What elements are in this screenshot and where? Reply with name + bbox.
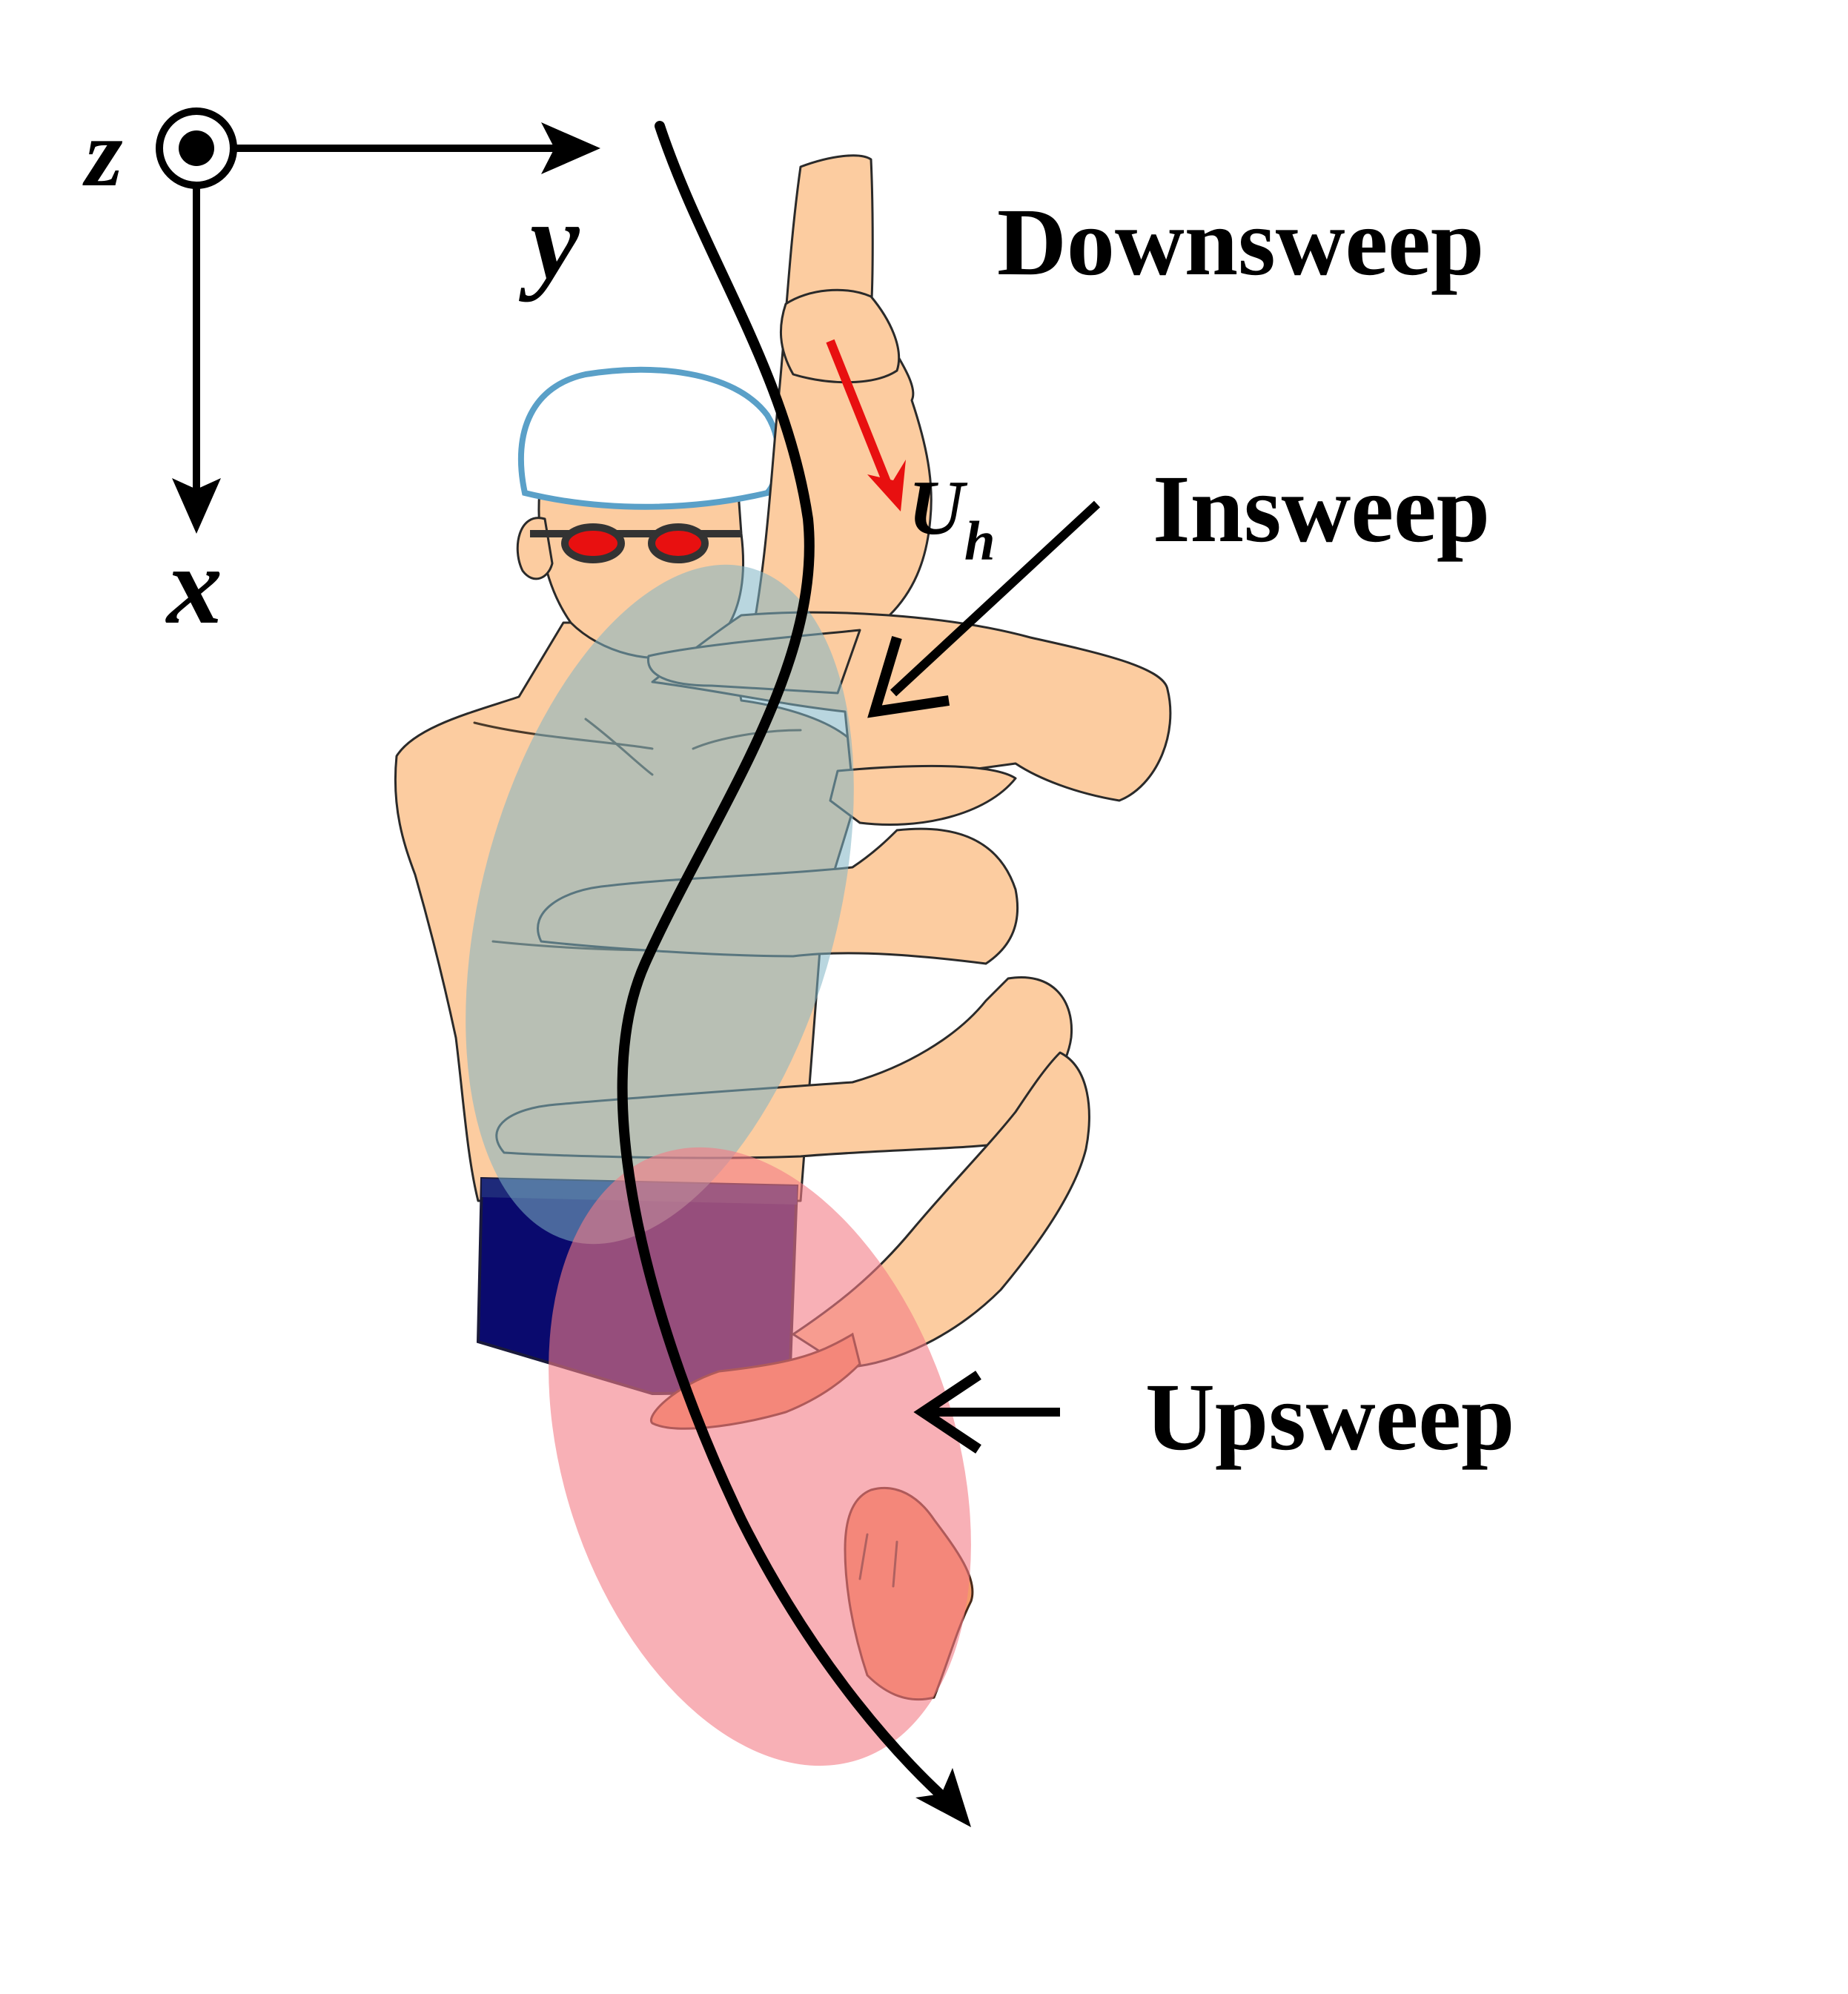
hand-fist-top [780, 288, 901, 384]
z-axis-dot [179, 130, 214, 166]
goggle-left-lens [561, 523, 625, 563]
goggle-right-lens [648, 523, 709, 563]
velocity-arrow [826, 339, 894, 491]
hand-path-trajectory [617, 121, 961, 1814]
insweep-label: Insweep [1153, 456, 1490, 563]
velocity-arrowhead [867, 460, 906, 511]
insweep-pointer-arrowhead [867, 635, 950, 718]
x-axis-label: x [165, 524, 222, 647]
upsweep-pointer-arrowhead [913, 1371, 981, 1454]
velocity-subscript: h [964, 511, 996, 572]
arm-midsweep [829, 764, 1017, 826]
hand-path-arrowhead [915, 1768, 971, 1827]
velocity-symbol: U [908, 464, 968, 551]
swimmer-ear [516, 517, 554, 580]
insweep-pointer-arrow [890, 500, 1101, 697]
x-axis-arrowhead [172, 478, 221, 534]
velocity-label: Uh [908, 464, 996, 572]
downsweep-label: Downsweep [997, 189, 1484, 296]
swim-cap [517, 366, 782, 510]
y-axis-arrowhead [541, 122, 600, 174]
y-axis-label: y [518, 179, 580, 302]
z-axis-label: z [82, 100, 123, 207]
upsweep-label: Upsweep [1145, 1364, 1514, 1471]
